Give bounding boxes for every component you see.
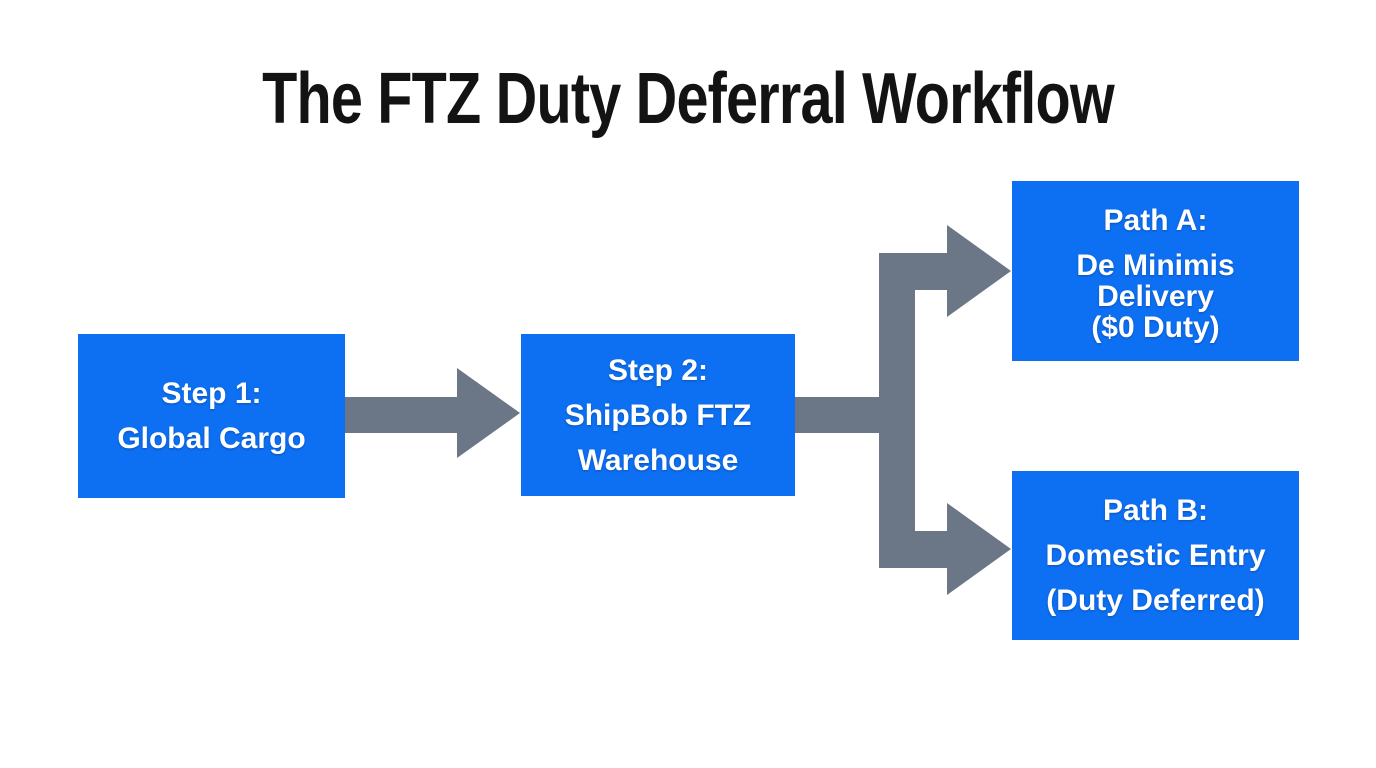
- arrowhead-path-a-icon: [947, 225, 1011, 317]
- node-path-a-de-minimis: Path A: De Minimis Delivery ($0 Duty): [1012, 181, 1299, 361]
- node-step2-shipbob-ftz-warehouse: Step 2: ShipBob FTZ Warehouse: [521, 334, 795, 496]
- branch-stem-vertical: [879, 253, 915, 568]
- node-step1-text: Global Cargo: [117, 422, 306, 455]
- arrowhead-path-b-icon: [947, 503, 1011, 595]
- node-step1-label: Step 1:: [161, 377, 262, 410]
- node-step2-label: Step 2:: [607, 353, 709, 387]
- node-path-b-domestic-entry: Path B: Domestic Entry (Duty Deferred): [1012, 471, 1299, 640]
- node-path-a-text: De Minimis Delivery ($0 Duty): [1076, 249, 1235, 344]
- branch-arm-top: [879, 253, 948, 290]
- diagram-title: The FTZ Duty Deferral Workflow: [262, 59, 1115, 139]
- node-step2-text: ShipBob FTZ Warehouse: [564, 398, 752, 477]
- arrow-step1-to-step2-icon: [345, 368, 520, 458]
- branch-arm-bottom: [879, 531, 948, 568]
- node-path-b-text: Domestic Entry (Duty Deferred): [1045, 539, 1266, 617]
- node-path-a-label: Path A:: [1103, 204, 1208, 238]
- node-step1-global-cargo: Step 1: Global Cargo: [78, 334, 345, 498]
- node-path-b-label: Path B:: [1103, 494, 1208, 527]
